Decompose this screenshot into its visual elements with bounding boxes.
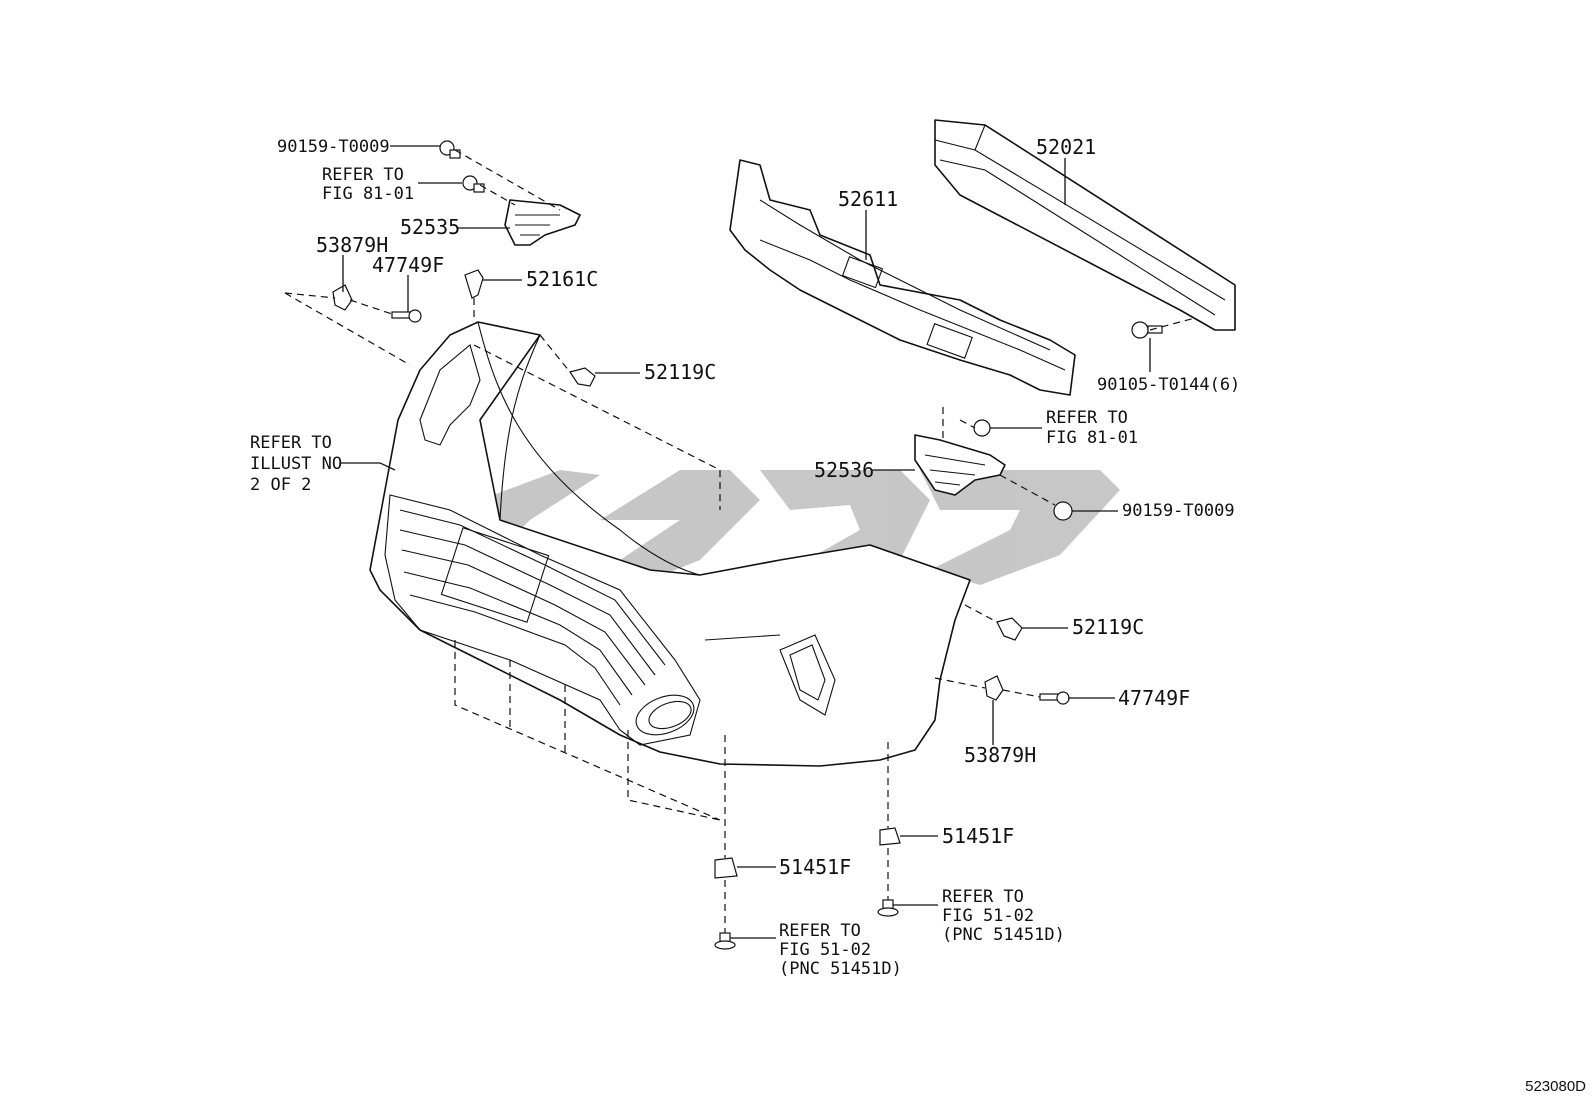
energy-absorber: [729, 159, 1076, 396]
leader-lines: [340, 145, 1151, 939]
label-refer-fig-81-01-right-line2: FIG 81-01: [1046, 428, 1138, 448]
label-refer-fig-51-02-right-line1: REFER TO: [942, 887, 1024, 907]
label-90159-top: 90159-T0009: [277, 137, 390, 157]
label-refer-fig-51-02-bottom-line2: FIG 51-02: [779, 940, 871, 960]
label-47749f-left: 47749F: [372, 253, 444, 277]
label-refer-fig-81-01-right-line1: REFER TO: [1046, 408, 1128, 428]
bumper-reinforcement: [934, 119, 1236, 331]
label-90105: 90105-T0144(6): [1097, 375, 1240, 395]
label-52119c-right: 52119C: [1072, 615, 1144, 639]
label-51451f-bottom: 51451F: [779, 855, 851, 879]
label-52535: 52535: [400, 215, 460, 239]
label-52119c-top: 52119C: [644, 360, 716, 384]
label-52021: 52021: [1036, 135, 1096, 159]
label-refer-illust-line2: ILLUST NO: [250, 454, 342, 474]
bracket-52535: [504, 199, 581, 246]
illustration-code: 523080D: [1525, 1078, 1586, 1095]
label-52536: 52536: [814, 458, 874, 482]
label-refer-fig-81-01-top-line2: FIG 81-01: [322, 184, 414, 204]
label-52611: 52611: [838, 187, 898, 211]
label-refer-illust-line3: 2 OF 2: [250, 475, 311, 495]
label-53879h-left: 53879H: [316, 233, 388, 257]
label-refer-fig-51-02-right-line3: (PNC 51451D): [942, 925, 1065, 945]
bracket-52536: [914, 434, 1006, 496]
label-51451f-right: 51451F: [942, 824, 1014, 848]
label-53879h-right: 53879H: [964, 743, 1036, 767]
fasteners: [332, 140, 1163, 950]
label-refer-fig-51-02-right-line2: FIG 51-02: [942, 906, 1034, 926]
label-refer-fig-81-01-top-line1: REFER TO: [322, 165, 404, 185]
label-47749f-right: 47749F: [1118, 686, 1190, 710]
label-refer-fig-51-02-bottom-line3: (PNC 51451D): [779, 959, 902, 979]
label-refer-illust-line1: REFER TO: [250, 433, 332, 453]
part-labels: 90159-T0009 REFER TO FIG 81-01 52535 538…: [250, 135, 1240, 979]
label-52161c: 52161C: [526, 267, 598, 291]
label-90159-right: 90159-T0009: [1122, 501, 1235, 521]
assembly-lines: [284, 149, 1196, 933]
label-refer-fig-51-02-bottom-line1: REFER TO: [779, 921, 861, 941]
bumper-cover: [369, 321, 971, 767]
